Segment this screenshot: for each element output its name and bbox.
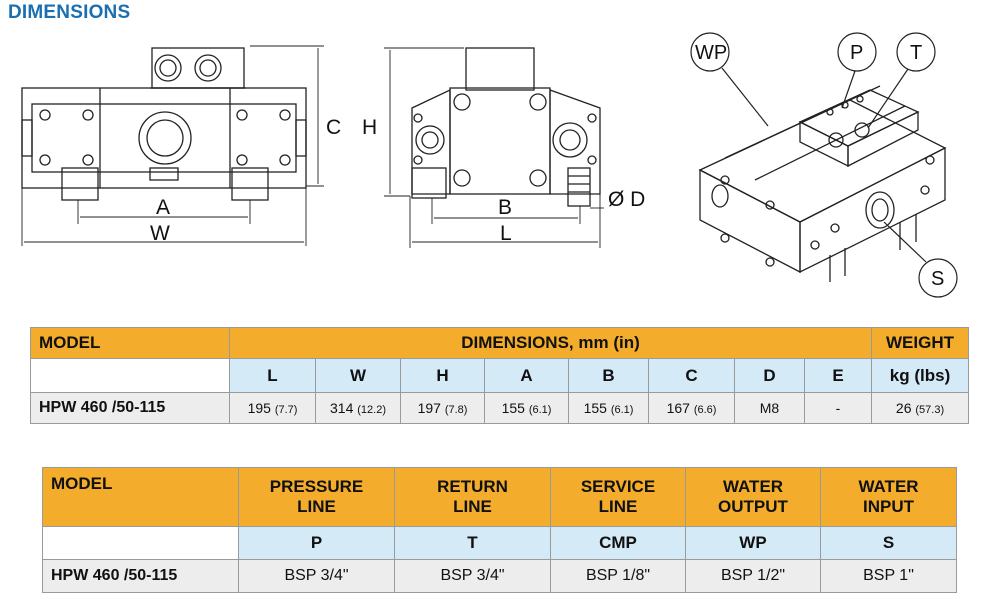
code-cell-t: T [394,526,551,560]
dim-label-w: W [150,222,170,245]
value-cell-water-input: BSP 1" [820,559,957,593]
callout-label-wp: WP [695,42,727,64]
table-row: HPW 460 /50-115 195 (7.7) 314 (12.2) 197… [30,392,970,424]
value-cell-a: 155 (6.1) [484,392,569,424]
column-header-l: L [229,358,316,393]
model-header: MODEL [30,327,230,359]
column-header-d: D [734,358,805,393]
value-cell-weight: 26 (57.3) [871,392,970,424]
column-header-a: A [484,358,569,393]
isometric-view-drawing [698,85,947,282]
model-cell: HPW 460 /50-115 [30,392,230,424]
dim-label-c: C [326,116,341,139]
weight-unit-header: kg (lbs) [871,358,970,393]
front-view-dimensions [21,45,324,246]
side-view-dimensions [384,47,604,248]
column-header-w: W [315,358,401,393]
value-cell-w: 314 (12.2) [315,392,401,424]
blank-cell [42,526,239,560]
callout-label-s: S [931,268,944,290]
model-header: MODEL [42,467,239,527]
code-cell-p: P [238,526,395,560]
dim-label-b: B [498,196,512,219]
column-header-h: H [400,358,485,393]
column-header-b: B [568,358,649,393]
dim-label-d: Ø D [608,188,645,211]
value-cell-h: 197 (7.8) [400,392,485,424]
dim-label-a: A [156,196,170,219]
value-cell-return: BSP 3/4" [394,559,551,593]
code-cell-cmp: CMP [550,526,686,560]
model-cell: HPW 460 /50-115 [42,559,239,593]
dimension-drawings: A W C H B Ø D L [21,32,958,298]
blank-cell [30,358,230,393]
callout-label-t: T [910,42,922,64]
side-view-drawing [411,47,601,207]
value-cell-b: 155 (6.1) [568,392,649,424]
value-cell-l: 195 (7.7) [229,392,316,424]
value-cell-water-output: BSP 1/2" [685,559,821,593]
front-view-drawing [21,47,307,201]
callout-label-p: P [850,42,863,64]
dim-label-h: H [362,116,377,139]
section-title: DIMENSIONS [8,2,131,23]
code-cell-s: S [820,526,957,560]
weight-header: WEIGHT [871,327,970,359]
column-header-c: C [648,358,735,393]
value-cell-d: M8 [734,392,805,424]
isometric-callouts [690,32,958,298]
value-cell-e: - [803,392,873,424]
dimensions-header: DIMENSIONS, mm (in) [228,327,873,359]
column-header-e: E [803,358,873,393]
code-cell-wp: WP [685,526,821,560]
dim-label-l: L [500,222,512,245]
value-cell-c: 167 (6.6) [648,392,735,424]
value-cell-pressure: BSP 3/4" [238,559,395,593]
table-row: HPW 460 /50-115 BSP 3/4" BSP 3/4" BSP 1/… [42,559,957,593]
dimensions-table: MODEL DIMENSIONS, mm (in) WEIGHT L W H A… [30,327,970,424]
value-cell-service: BSP 1/8" [550,559,686,593]
